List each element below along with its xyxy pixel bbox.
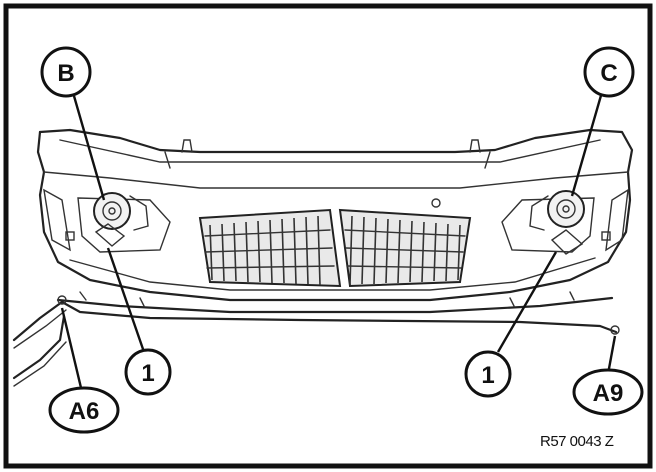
callout-1-left-label: 1 — [141, 360, 154, 387]
callout-a6: A6 — [48, 386, 120, 434]
front-bumper-illustration — [12, 128, 634, 387]
wiring-harness — [12, 295, 620, 387]
callout-1-right: 1 — [464, 350, 512, 398]
callout-b-label: B — [57, 60, 74, 87]
callout-c: C — [583, 46, 635, 98]
leader-lines — [60, 91, 617, 393]
grille-hatching — [204, 215, 466, 286]
callout-a9-label: A9 — [593, 380, 624, 407]
fog-lamp-right-housing — [501, 190, 595, 255]
fog-lamp-left-housing — [77, 192, 171, 253]
callout-a6-label: A6 — [69, 398, 100, 425]
callout-1-right-label: 1 — [481, 362, 494, 389]
reference-code: R57 0043 Z — [540, 433, 614, 450]
callout-c-label: C — [600, 60, 617, 87]
callout-b: B — [40, 46, 92, 98]
callout-1-left: 1 — [124, 348, 172, 396]
diagram-frame — [3, 3, 653, 469]
callout-a9: A9 — [572, 368, 644, 416]
